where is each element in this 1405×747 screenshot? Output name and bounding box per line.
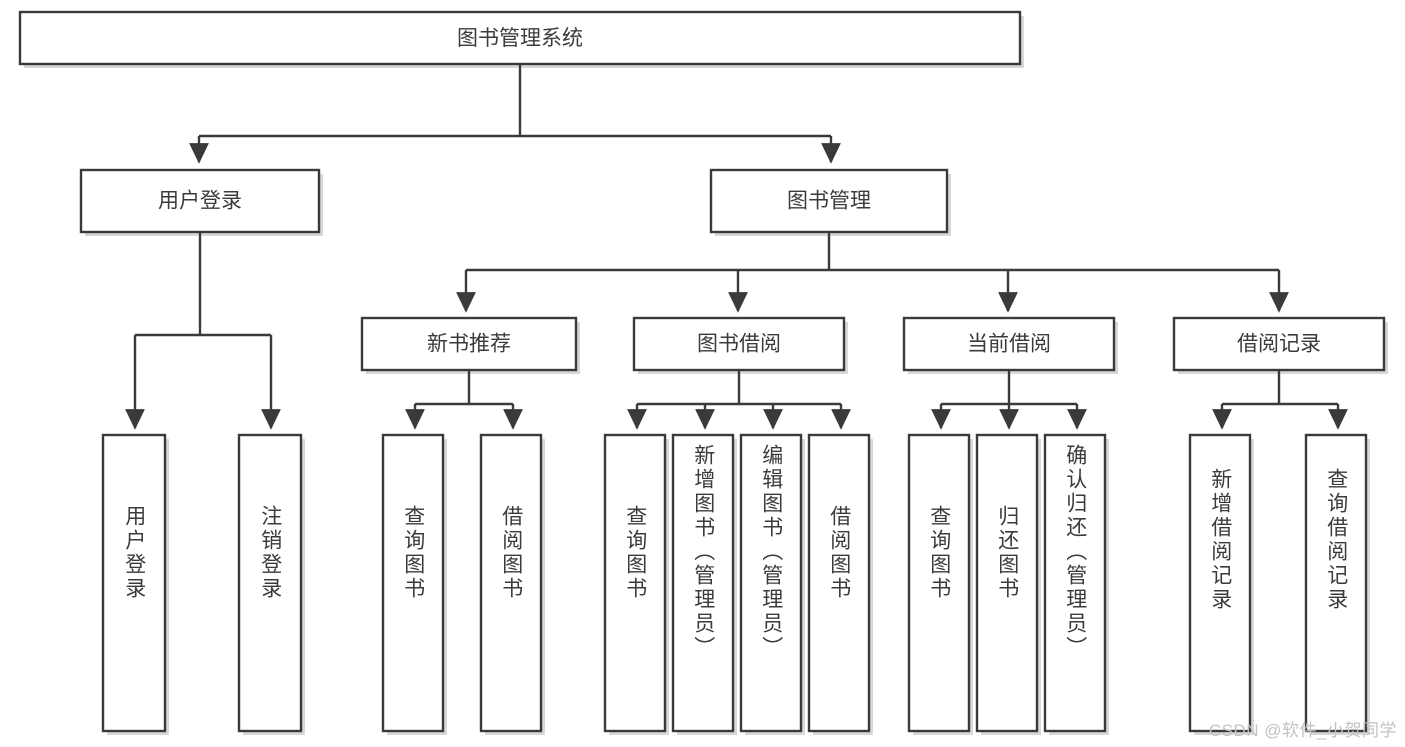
leaf-node-borrow-borrow-book <box>807 433 873 735</box>
leaf-node-borrow-edit-book <box>739 433 805 735</box>
leaf-node-add-borrow-record <box>1188 433 1254 735</box>
node-borrow-record-label: 借阅记录 <box>1237 333 1321 356</box>
leaf-node-cur-query-book <box>907 433 973 735</box>
node-new-book-recommend: 新书推荐 <box>360 316 580 374</box>
leaf-node-cur-return-book <box>975 433 1041 735</box>
leaf-node-rec-query-book <box>381 433 447 735</box>
leaf-node-user-login <box>101 433 169 735</box>
leaf-node-borrow-add-book <box>671 433 737 735</box>
node-current-borrow: 当前借阅 <box>902 316 1118 374</box>
leaf-node-rec-borrow-book <box>479 433 545 735</box>
node-user-login: 用户登录 <box>79 168 323 236</box>
node-book-management-label: 图书管理 <box>787 190 871 213</box>
leaf-node-query-borrow-record <box>1304 433 1370 735</box>
node-book-borrow: 图书借阅 <box>632 316 848 374</box>
node-root-title: 图书管理系统 <box>18 10 1024 68</box>
csdn-watermark: CSDN @软件_小贺同学 <box>1208 721 1397 740</box>
node-borrow-record: 借阅记录 <box>1172 316 1388 374</box>
leaf-node-cur-confirm-return <box>1043 433 1109 735</box>
leaf-node-user-logout <box>237 433 305 735</box>
node-root-title-label: 图书管理系统 <box>457 27 583 50</box>
node-book-management: 图书管理 <box>709 168 951 236</box>
node-current-borrow-label: 当前借阅 <box>967 333 1051 356</box>
leaf-node-borrow-query-book <box>603 433 669 735</box>
node-book-borrow-label: 图书借阅 <box>697 333 781 356</box>
node-new-book-recommend-label: 新书推荐 <box>427 333 511 356</box>
node-user-login-label: 用户登录 <box>158 190 242 213</box>
